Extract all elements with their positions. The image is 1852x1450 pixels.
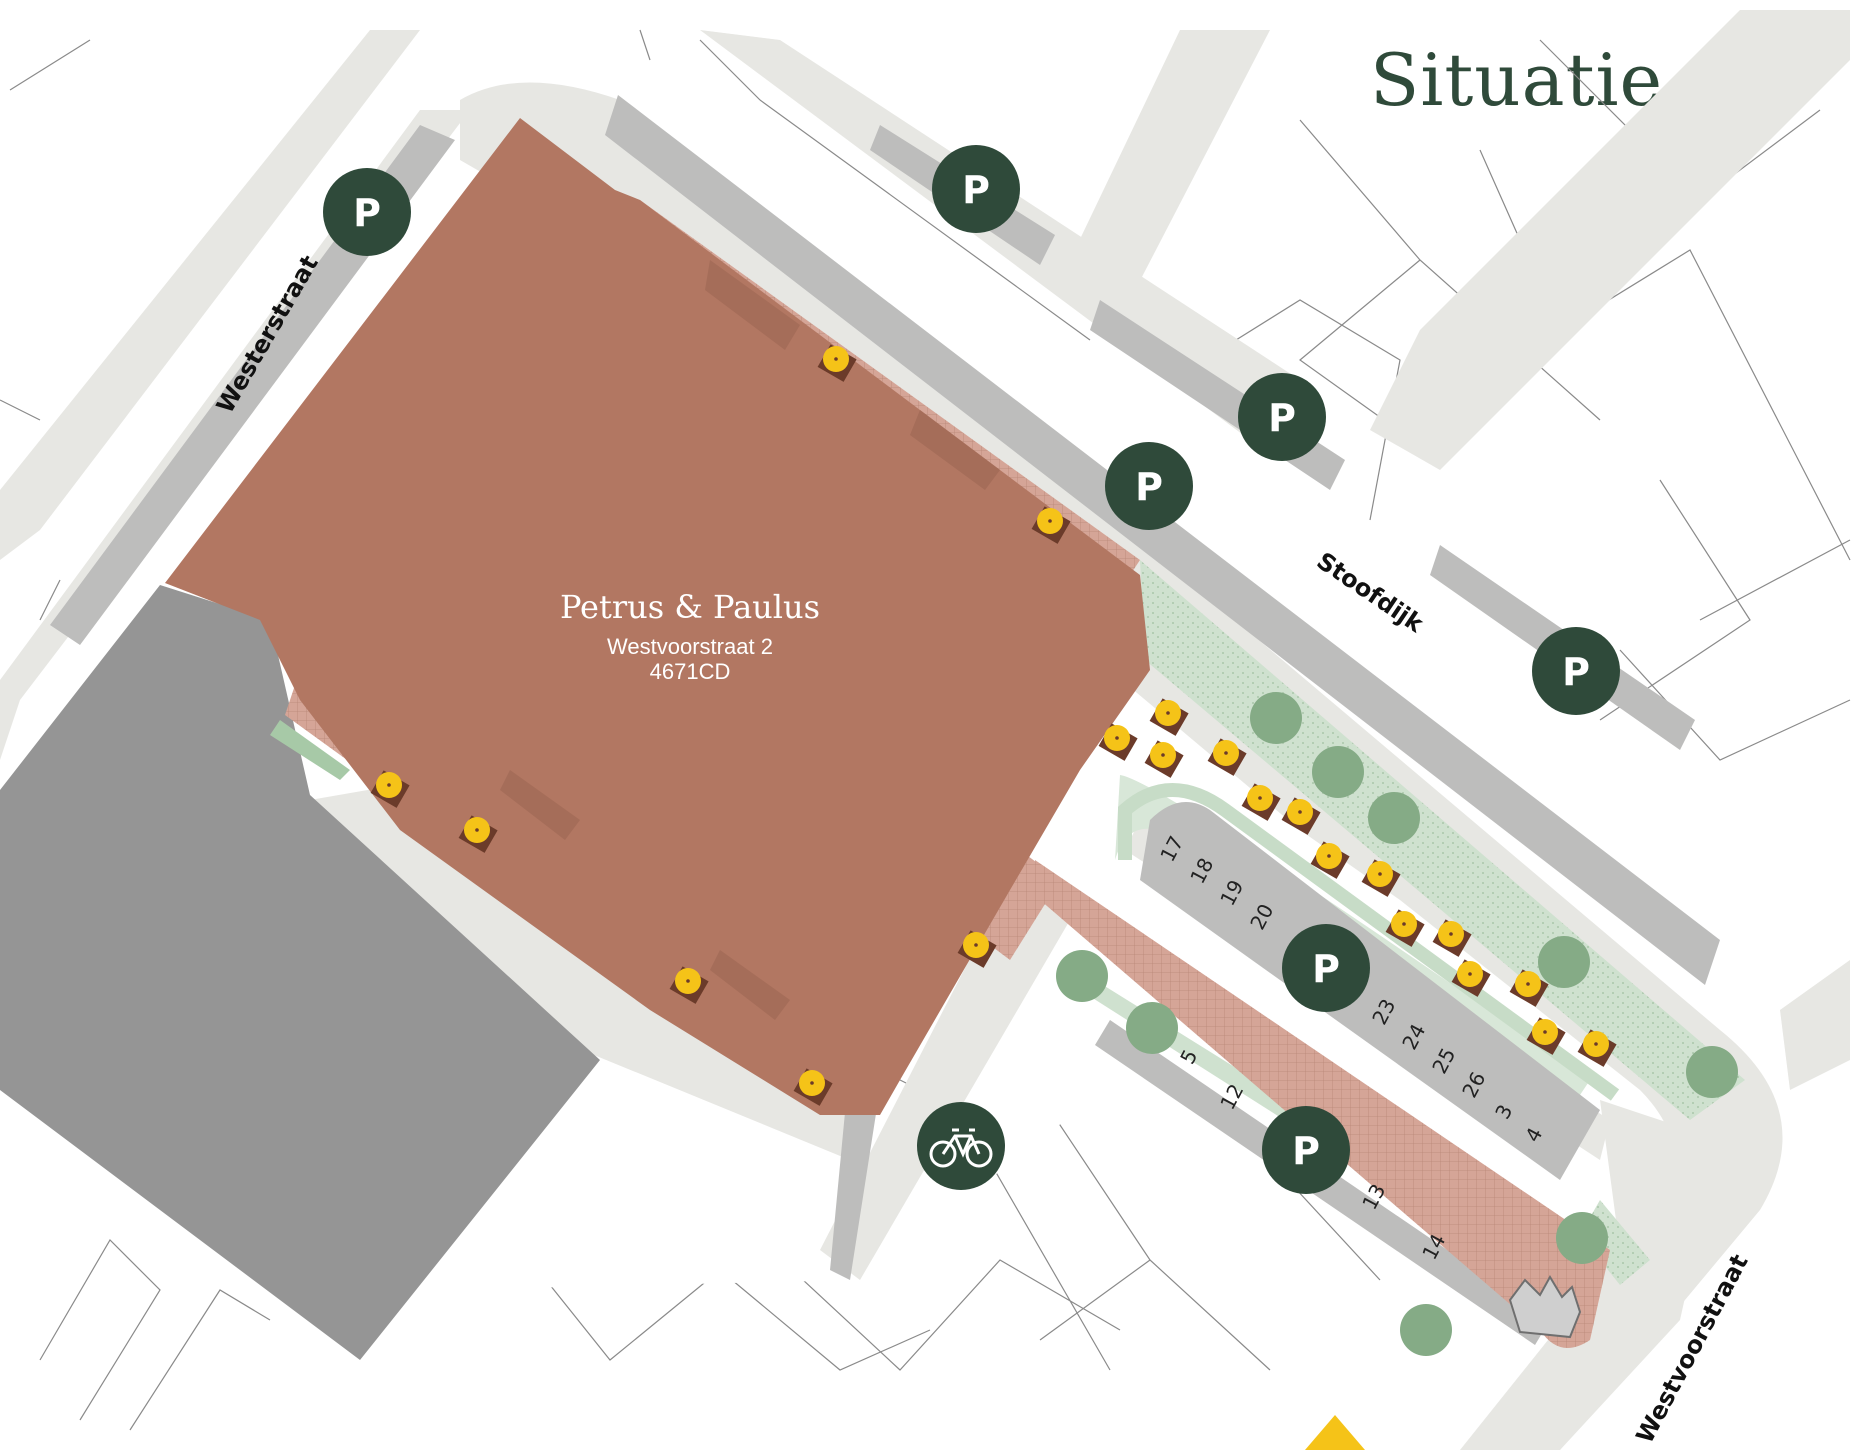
tree-icon bbox=[1312, 746, 1364, 798]
terrace-umbrella-icon bbox=[1577, 1029, 1617, 1067]
parking-label: P bbox=[353, 191, 381, 235]
parking-label: P bbox=[1312, 947, 1340, 991]
parking-label: P bbox=[1562, 650, 1590, 694]
parking-icon: P bbox=[1532, 627, 1620, 715]
tree-icon bbox=[1400, 1304, 1452, 1356]
building-name: Petrus & Paulus bbox=[560, 588, 820, 626]
terrace-umbrella-icon bbox=[817, 344, 857, 382]
building-petrus-paulus bbox=[165, 118, 1150, 1115]
tree-icon bbox=[1250, 692, 1302, 744]
terrace-umbrella-icon bbox=[1281, 797, 1321, 835]
terrace-umbrella-icon bbox=[1149, 698, 1189, 736]
terrace-umbrella-icon bbox=[1310, 841, 1350, 879]
terrace-umbrella-icon bbox=[1451, 959, 1491, 997]
tree-icon bbox=[1556, 1212, 1608, 1264]
terrace-umbrella-icon bbox=[793, 1068, 833, 1106]
neighbour-building bbox=[0, 585, 600, 1360]
parking-lot bbox=[1140, 802, 1600, 1180]
tree-icon bbox=[1126, 1002, 1178, 1054]
parking-icon: P bbox=[1105, 442, 1193, 530]
terrace-umbrella-icon bbox=[1144, 740, 1184, 778]
building-postcode: 4671CD bbox=[650, 659, 731, 684]
terrace-umbrella-icon bbox=[1031, 506, 1071, 544]
tree-icon bbox=[1056, 950, 1108, 1002]
terrace-umbrella-icon bbox=[458, 815, 498, 853]
parking-label: P bbox=[1292, 1129, 1320, 1173]
parking-label: P bbox=[1268, 396, 1296, 440]
terrace-umbrella-icon bbox=[1207, 738, 1247, 776]
terrace-umbrellas bbox=[370, 344, 1617, 1106]
tree-icon bbox=[1538, 936, 1590, 988]
parking-icon: P bbox=[1282, 924, 1370, 1012]
terrace-umbrella-icon bbox=[669, 966, 709, 1004]
terrace-umbrella-icon bbox=[1361, 859, 1401, 897]
tree-bush-icon bbox=[1508, 1275, 1582, 1339]
building-address: Westvoorstraat 2 bbox=[607, 634, 773, 659]
terrace-umbrella-icon bbox=[1526, 1017, 1566, 1055]
parking-lot-border bbox=[1118, 783, 1620, 1101]
building-recesses bbox=[500, 260, 1000, 1020]
parking-label: P bbox=[1135, 465, 1163, 509]
parking-icon: P bbox=[1262, 1106, 1350, 1194]
tree-icon bbox=[1368, 792, 1420, 844]
parking-icon: P bbox=[1238, 373, 1326, 461]
parking-badges: P P P P P P P bbox=[323, 145, 1620, 1194]
terrace-umbrella-icon bbox=[1241, 783, 1281, 821]
parking-icon: P bbox=[932, 145, 1020, 233]
terrace-umbrella-icon bbox=[1432, 919, 1472, 957]
terrace-umbrella-icon bbox=[957, 930, 997, 968]
terrace-umbrella-icon bbox=[1509, 969, 1549, 1007]
tree-icon bbox=[1686, 1046, 1738, 1098]
parking-label: P bbox=[962, 168, 990, 212]
entrance-marker bbox=[1305, 1415, 1365, 1450]
terrace-umbrella-icon bbox=[370, 770, 410, 808]
bicycle-parking-badge bbox=[917, 1102, 1005, 1190]
terrace-umbrella-icon bbox=[1098, 723, 1138, 761]
page-title: Situatie bbox=[1370, 38, 1664, 122]
terrace-umbrella-icon bbox=[1385, 909, 1425, 947]
parking-icon: P bbox=[323, 168, 411, 256]
bicycle-icon bbox=[929, 1128, 993, 1168]
street-label-stoofdijk: Stoofdijk bbox=[1312, 547, 1429, 639]
trees bbox=[1056, 692, 1738, 1356]
